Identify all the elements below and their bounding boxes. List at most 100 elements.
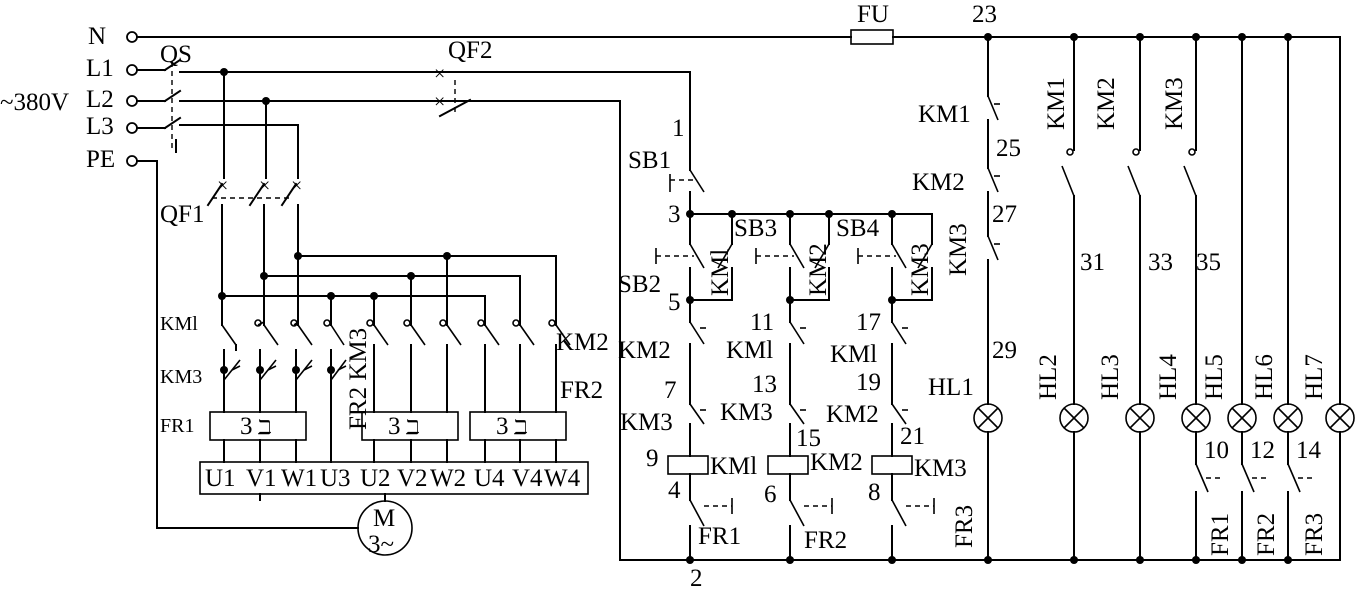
- label-fr1-hl5: FR1: [1207, 513, 1234, 556]
- node-35: 35: [1196, 249, 1221, 276]
- label-km1-interlock-3: KMl: [830, 341, 877, 368]
- label-hl7: HL7: [1301, 354, 1328, 400]
- label-fr3-control: FR3: [951, 505, 978, 548]
- km1-km3-power-contacts: [220, 319, 347, 463]
- svg-text:×: ×: [259, 175, 270, 197]
- terminal-v1: V1: [246, 465, 277, 492]
- node-9: 9: [646, 445, 659, 472]
- node-13: 13: [752, 371, 777, 398]
- node-2: 2: [690, 565, 703, 589]
- label-l1: L1: [86, 55, 114, 82]
- node-14: 14: [1296, 437, 1322, 464]
- svg-text:×: ×: [217, 175, 228, 197]
- node-1: 1: [672, 115, 685, 142]
- label-km2-hl1: KM2: [912, 169, 965, 196]
- terminal-w4: W4: [544, 465, 581, 492]
- label-hl2: HL2: [1035, 354, 1062, 400]
- label-km3-coil: KM3: [914, 455, 967, 482]
- node-15: 15: [796, 425, 821, 452]
- label-hl4: HL4: [1155, 354, 1182, 400]
- label-hl1: HL1: [928, 374, 974, 401]
- motor-phase: 3~: [368, 531, 394, 558]
- label-km3-interlock-1: KM3: [620, 409, 673, 436]
- terminal-w2: W2: [430, 465, 466, 492]
- node-27: 27: [992, 201, 1017, 228]
- label-fr2-power: FR2: [560, 377, 603, 404]
- fuse-fu: [850, 29, 894, 45]
- label-km2-power: KM2: [556, 329, 609, 356]
- control-circuit: [619, 159, 1341, 564]
- fr1-symbol: 3: [240, 413, 253, 440]
- node-17: 17: [856, 309, 881, 336]
- label-km2-coil: KM2: [810, 449, 863, 476]
- label-km2-hl3: KM2: [1093, 77, 1120, 130]
- node-3: 3: [668, 201, 681, 228]
- label-sb3: SB3: [734, 215, 777, 242]
- thermal-relay-fr3: [469, 411, 567, 441]
- node-21: 21: [900, 423, 925, 450]
- terminal-v2: V2: [397, 465, 428, 492]
- node-23: 23: [972, 1, 997, 28]
- neutral-bus: [136, 29, 1341, 45]
- label-km1-coil: KMl: [710, 453, 757, 480]
- hl1-branch: [973, 33, 1003, 561]
- fr1-heater-glyph: ℶ: [257, 417, 272, 439]
- label-km1-hl2: KM1: [1043, 77, 1070, 130]
- label-sb4: SB4: [836, 215, 880, 242]
- label-qf1: QF1: [160, 201, 204, 228]
- label-qs: QS: [160, 41, 192, 68]
- node-19: 19: [856, 369, 881, 396]
- node-10: 10: [1204, 437, 1229, 464]
- svg-text:×: ×: [434, 91, 445, 113]
- label-km3-side: KM3: [945, 223, 972, 276]
- terminal-u1: U1: [205, 465, 236, 492]
- terminal-block: [199, 461, 589, 495]
- svg-text:×: ×: [434, 63, 445, 85]
- label-fr3-hl7: FR3: [1301, 513, 1328, 556]
- label-fr2-km3: FR2 KM3: [345, 328, 372, 430]
- label-fr2-control: FR2: [804, 527, 847, 554]
- terminal-u2: U2: [360, 465, 391, 492]
- label-sb2: SB2: [618, 271, 661, 298]
- label-km2-interlock-1: KM2: [618, 337, 671, 364]
- node-5: 5: [668, 289, 681, 316]
- label-l3: L3: [86, 113, 114, 140]
- label-km1-holding: KMl: [707, 249, 734, 296]
- hl2-hl4-branches: [1059, 33, 1224, 561]
- label-hl5: HL5: [1201, 354, 1228, 400]
- thermal-relay-fr1: [209, 411, 307, 441]
- qf2-breaker: × ×: [434, 63, 691, 561]
- fr3-symbol: 3: [496, 413, 509, 440]
- terminal-v4: V4: [512, 465, 543, 492]
- fr2-symbol: 3: [388, 413, 401, 440]
- node-31: 31: [1080, 249, 1105, 276]
- label-fr2-hl6: FR2: [1253, 513, 1280, 556]
- terminal-u3: U3: [320, 465, 351, 492]
- label-hl3: HL3: [1097, 354, 1124, 400]
- supply-terminals: [126, 31, 138, 167]
- node-11: 11: [750, 309, 774, 336]
- label-hl6: HL6: [1251, 354, 1278, 400]
- node-8: 8: [868, 479, 881, 506]
- label-sb1: SB1: [628, 147, 671, 174]
- node-33: 33: [1148, 249, 1173, 276]
- node-4: 4: [668, 477, 681, 504]
- km2-km3-power-contacts: [366, 319, 571, 413]
- label-km3-hl4: KM3: [1161, 77, 1188, 130]
- fr3-heater-glyph: ℶ: [513, 417, 528, 439]
- label-km1-hl1: KM1: [918, 101, 971, 128]
- hl5-hl7-branches: [1227, 33, 1355, 561]
- node-6: 6: [764, 481, 777, 508]
- motor: [136, 160, 413, 556]
- terminal-leads: [199, 439, 589, 501]
- label-km2-interlock-3: KM2: [826, 401, 879, 428]
- label-voltage: ~380V: [0, 89, 69, 116]
- label-l2: L2: [86, 86, 114, 113]
- label-km3-interlock-2: KM3: [720, 399, 773, 426]
- label-qf2: QF2: [448, 37, 492, 64]
- motor-label: M: [373, 505, 395, 532]
- label-n: N: [88, 23, 106, 50]
- node-29: 29: [992, 337, 1017, 364]
- label-km3-holding: KM3: [907, 243, 934, 296]
- label-fr1-power: FR1: [160, 415, 194, 437]
